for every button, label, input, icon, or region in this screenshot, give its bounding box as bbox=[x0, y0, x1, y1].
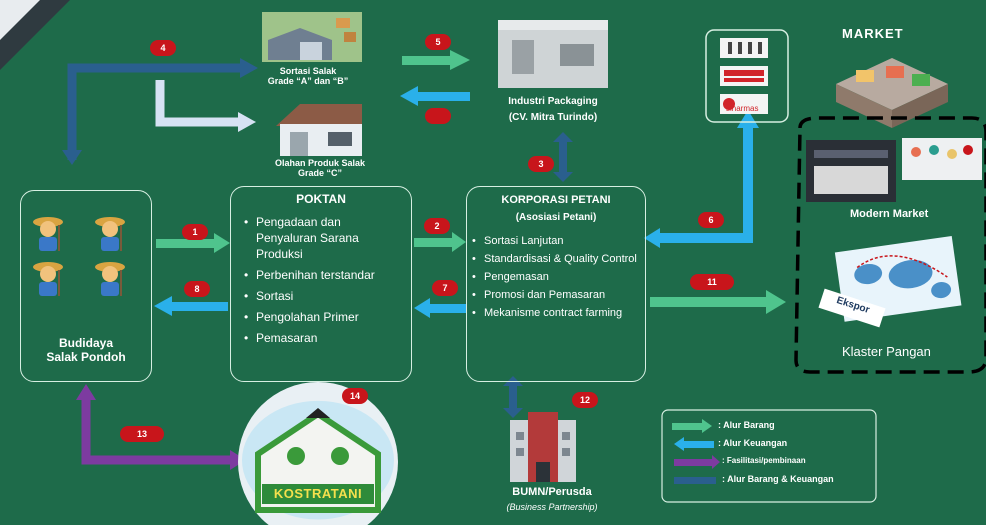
poktan-item: Pengadaan dan Penyaluran Sarana Produksi bbox=[244, 214, 404, 262]
arrow-2 bbox=[414, 238, 452, 247]
modern-market-label: Modern Market bbox=[850, 208, 929, 220]
marker-14: 14 bbox=[342, 388, 368, 404]
korporasi-item: Pengemasan bbox=[472, 270, 642, 284]
korporasi-box bbox=[466, 186, 646, 382]
olahan-illustration bbox=[276, 104, 362, 156]
marker-2: 2 bbox=[424, 218, 450, 234]
legend-alur-barang: : Alur Barang bbox=[718, 420, 775, 430]
marker-11: 11 bbox=[690, 274, 734, 290]
korporasi-subtitle: (Asosiasi Petani) bbox=[515, 212, 597, 223]
legend-box bbox=[661, 409, 877, 503]
poktan-item: Sortasi bbox=[244, 288, 404, 304]
arrow-7 bbox=[430, 304, 466, 313]
bumn-label: BUMN/Perusda bbox=[512, 486, 592, 498]
korporasi-item: Promosi dan Pemasaran bbox=[472, 288, 642, 302]
korporasi-item: Mekanisme contract farming bbox=[472, 306, 642, 320]
poktan-box bbox=[230, 186, 412, 382]
warehouse-illustration bbox=[498, 20, 608, 88]
poktan-item: Perbenihan terstandar bbox=[244, 267, 404, 283]
farmer-icon bbox=[33, 262, 63, 296]
arrow-8 bbox=[172, 302, 228, 311]
budidaya-box bbox=[20, 190, 152, 382]
farmer-icon bbox=[33, 217, 63, 251]
marker-5: 5 bbox=[425, 34, 451, 50]
arrow-12 bbox=[509, 382, 517, 412]
korporasi-list: Sortasi LanjutanStandardisasi & Quality … bbox=[472, 234, 642, 324]
farmer-icon bbox=[95, 217, 125, 251]
bank-box bbox=[705, 29, 789, 123]
bumn-sublabel: (Business Partnership) bbox=[506, 502, 598, 512]
arrow-5-barang bbox=[402, 56, 450, 65]
modern-market-photo-2 bbox=[902, 138, 982, 180]
farmer-icon bbox=[95, 262, 125, 296]
market-title: MARKET bbox=[842, 26, 904, 41]
bank-sinarmas-label: sinarmas bbox=[726, 104, 759, 113]
ekspor-sign bbox=[818, 288, 886, 328]
poktan-item: Pengolahan Primer bbox=[244, 309, 404, 325]
marker-3: 3 bbox=[528, 156, 554, 172]
korporasi-title: KORPORASI PETANI bbox=[501, 194, 611, 206]
poktan-item: Pemasaran bbox=[244, 330, 404, 346]
arrow-6 bbox=[660, 126, 753, 243]
korporasi-item: Sortasi Lanjutan bbox=[472, 234, 642, 248]
legend-fasilitasi: : Fasilitasi/pembinaan bbox=[722, 456, 806, 465]
kostratani-label: KOSTRATANI bbox=[273, 486, 363, 501]
arrow-to-olahan bbox=[155, 80, 240, 127]
bumn-illustration bbox=[510, 412, 576, 482]
legend-alur-barang-keuangan: : Alur Barang & Keuangan bbox=[722, 474, 834, 484]
klaster-label: Klaster Pangan bbox=[842, 344, 931, 359]
sortasi-label: Sortasi Salak Grade “A” dan “B” bbox=[267, 66, 349, 86]
budidaya-label: Budidaya Salak Pondoh bbox=[46, 336, 126, 364]
marker-7: 7 bbox=[432, 280, 458, 296]
marker-4: 4 bbox=[150, 40, 176, 56]
marker-8: 8 bbox=[184, 281, 210, 297]
poktan-title: POKTAN bbox=[296, 192, 346, 206]
kostratani-logo bbox=[238, 382, 398, 525]
ekspor-map bbox=[834, 236, 962, 322]
corner-decoration-light bbox=[0, 0, 40, 40]
marker-12: 12 bbox=[572, 392, 598, 408]
arrow-1 bbox=[156, 239, 214, 248]
arrow-3 bbox=[559, 138, 567, 176]
arrow-13 bbox=[81, 398, 232, 465]
arrow-11 bbox=[650, 297, 766, 307]
olahan-label: Olahan Produk Salak Grade “C” bbox=[274, 158, 366, 178]
sortasi-illustration bbox=[262, 12, 362, 62]
marker-6: 6 bbox=[698, 212, 724, 228]
arrow-5-keuangan bbox=[418, 92, 470, 101]
marker-13: 13 bbox=[120, 426, 164, 442]
legend-alur-keuangan: : Alur Keuangan bbox=[718, 438, 788, 448]
poktan-list: Pengadaan dan Penyaluran Sarana Produksi… bbox=[244, 214, 404, 351]
arrow-budidaya-sortasi bbox=[67, 63, 240, 160]
marker-1: 1 bbox=[182, 224, 208, 240]
korporasi-item: Standardisasi & Quality Control bbox=[472, 252, 642, 266]
market-illustration bbox=[836, 58, 948, 128]
marker-5b bbox=[425, 108, 451, 124]
industri-label: Industri Packaging (CV. Mitra Turindo) bbox=[508, 96, 598, 123]
